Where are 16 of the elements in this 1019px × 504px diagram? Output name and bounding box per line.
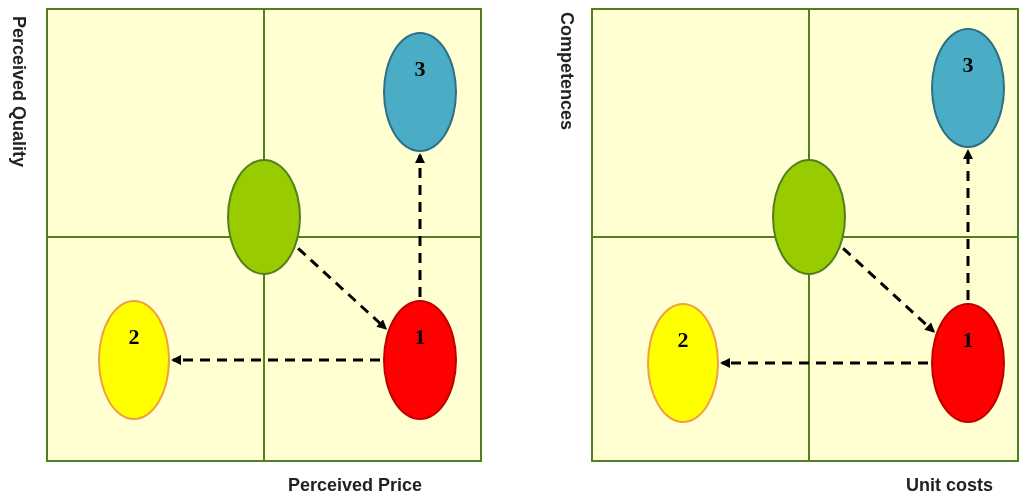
dashed-arrow: [171, 355, 380, 365]
dashed-arrow: [297, 247, 388, 330]
dashed-arrow: [720, 358, 928, 368]
axis-title: Unit costs: [906, 475, 993, 496]
dashed-arrow: [842, 247, 936, 333]
node-number: 2: [676, 327, 690, 353]
node-number: 3: [413, 56, 427, 82]
node-number: 1: [961, 327, 975, 353]
axis-title: Perceived Quality: [8, 16, 29, 168]
node-number: 1: [413, 324, 427, 350]
node-number: 3: [961, 52, 975, 78]
node-number: 2: [127, 324, 141, 350]
dashed-arrow: [963, 149, 973, 300]
dashed-arrow: [415, 153, 425, 297]
axis-title: Competences: [556, 12, 577, 131]
axis-title: Perceived Price: [288, 475, 423, 496]
